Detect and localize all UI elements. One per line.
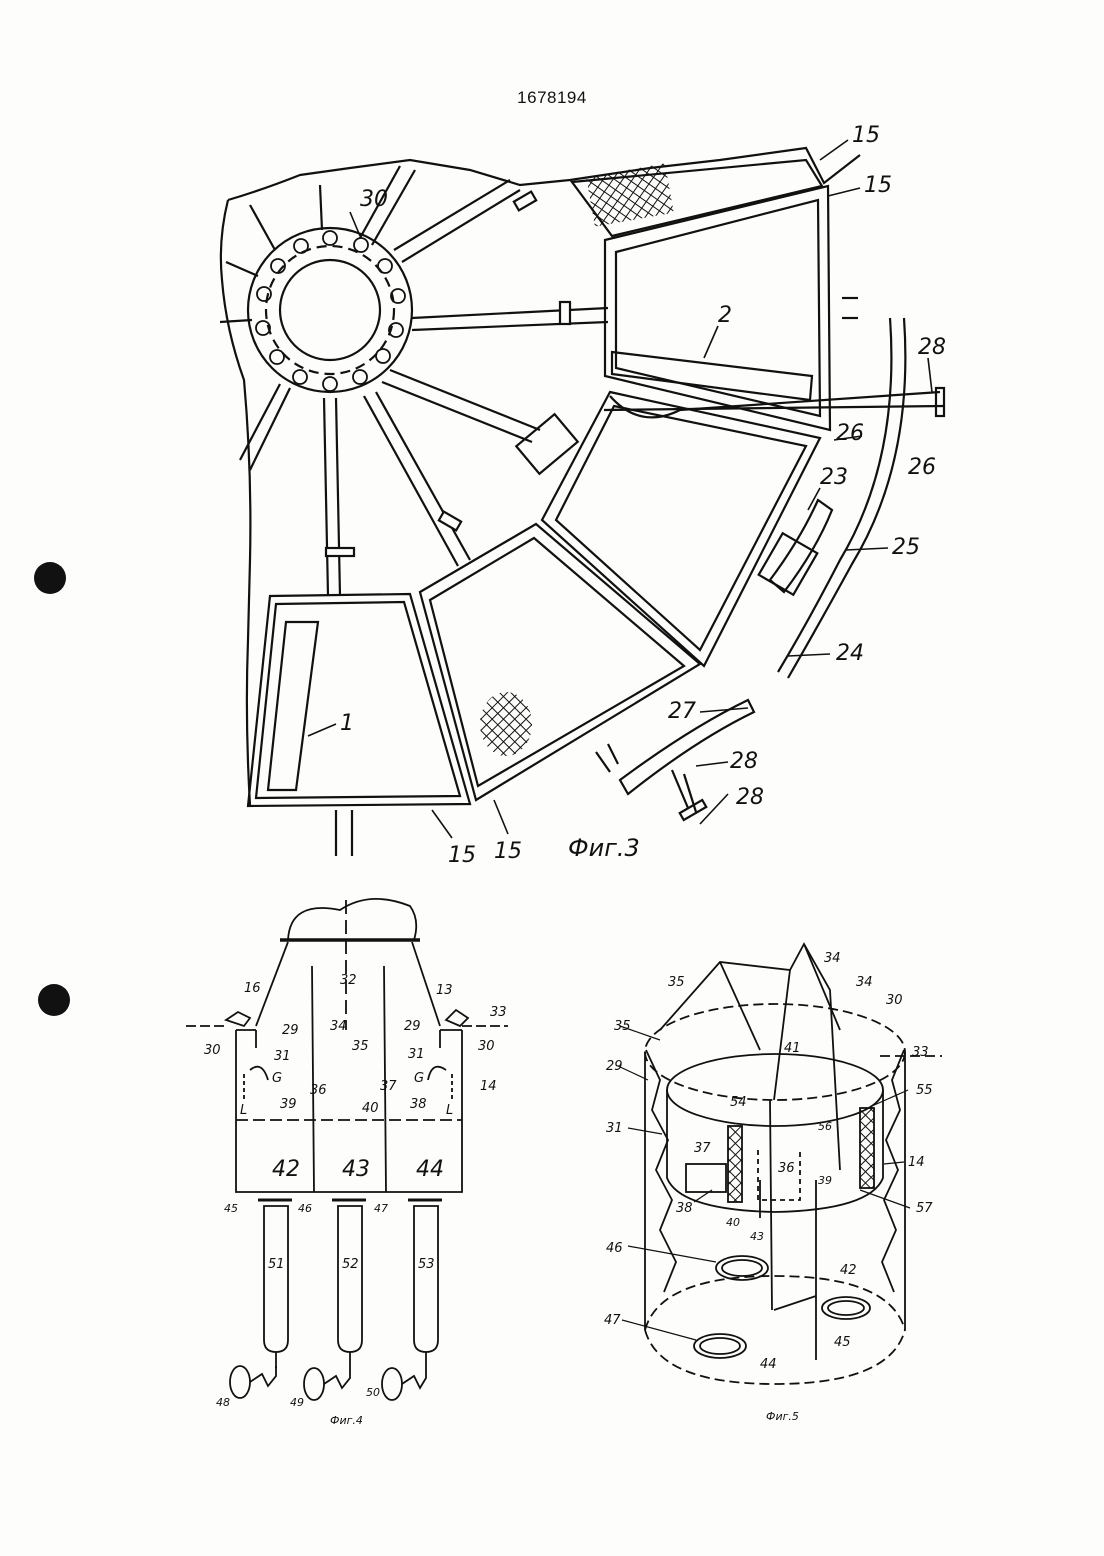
fig3-label-26-inner: 26 (836, 421, 864, 446)
fig4-label-37: 37 (380, 1079, 397, 1094)
fig5-label-56: 56 (818, 1120, 832, 1133)
fig3-label-23: 23 (820, 465, 848, 490)
fig4-label-50: 50 (366, 1386, 380, 1399)
fig4-label-39: 39 (280, 1097, 297, 1112)
fig3-label-15-upper: 15 (864, 173, 892, 198)
fig5-label-39: 39 (818, 1174, 832, 1187)
fig3-label-15-top: 15 (852, 123, 880, 148)
fig4-caption: Фиг.4 (330, 1414, 363, 1427)
binder-hole-top (34, 562, 66, 594)
fig3-label-25: 25 (892, 535, 920, 560)
fig4-label-13: 13 (436, 983, 453, 998)
fig4-label-46: 46 (298, 1202, 312, 1215)
fig4-label-31-left: 31 (274, 1049, 291, 1064)
fig4-label-G-right: G (414, 1071, 424, 1086)
fig5-label-42: 42 (840, 1263, 857, 1278)
fig5-label-55: 55 (916, 1083, 933, 1098)
fig3-label-28-right: 28 (918, 335, 946, 360)
fig4-label-49: 49 (290, 1396, 304, 1409)
fig4-label-45: 45 (224, 1202, 238, 1215)
fig4-label-30-right: 30 (478, 1039, 495, 1054)
fig4-label-L-left: L (240, 1103, 247, 1118)
fig3-label-30: 30 (360, 187, 388, 212)
fig3-label-24: 24 (836, 641, 864, 666)
fig3-label-28-mid: 28 (730, 749, 758, 774)
fig5-label-34-right: 34 (856, 975, 873, 990)
fig5-label-57: 57 (916, 1201, 933, 1216)
fig4-label-38: 38 (410, 1097, 427, 1112)
fig4-label-43: 43 (342, 1157, 370, 1182)
fig5-label-34-top: 34 (824, 951, 841, 966)
fig4-label-L-right: L (446, 1103, 453, 1118)
fig4-label-53: 53 (418, 1257, 435, 1272)
fig5-label-38: 38 (676, 1201, 693, 1216)
fig3-label-1: 1 (340, 711, 354, 736)
fig5-label-36: 36 (778, 1161, 795, 1176)
fig5-label-31: 31 (606, 1121, 623, 1136)
fig5-label-35-left: 35 (614, 1019, 631, 1034)
fig4-label-31-right: 31 (408, 1047, 425, 1062)
fig4-label-29-right: 29 (404, 1019, 421, 1034)
fig3-caption: Фиг.3 (568, 834, 640, 862)
binder-hole-bottom (38, 984, 70, 1016)
fig5-label-47: 47 (604, 1313, 621, 1328)
central-hub (248, 228, 412, 392)
fig4-label-47: 47 (374, 1202, 388, 1215)
fig4-label-29-left: 29 (282, 1023, 299, 1038)
fig3-drawing (220, 140, 944, 856)
fig3-label-26-outer: 26 (908, 455, 936, 480)
fig4-label-33: 33 (490, 1005, 507, 1020)
fig5-label-33: 33 (912, 1045, 929, 1060)
radial-spokes (220, 166, 608, 596)
fig5-label-30: 30 (886, 993, 903, 1008)
fig5-label-44: 44 (760, 1357, 777, 1372)
fig3-label-2: 2 (718, 303, 732, 328)
frame-lower (420, 524, 700, 800)
fig5-label-54: 54 (730, 1095, 747, 1110)
fig4-label-40: 40 (362, 1101, 379, 1116)
fig5-label-14: 14 (908, 1155, 925, 1170)
fig4-label-51: 51 (268, 1257, 285, 1272)
fig3-torn-top-edge (228, 148, 860, 200)
fig5-label-43: 43 (750, 1230, 764, 1243)
fig4-label-48: 48 (216, 1396, 230, 1409)
fig5-label-29: 29 (606, 1059, 623, 1074)
outer-guide-rails (336, 298, 944, 856)
fig3-label-15-bottom: 15 (494, 839, 522, 864)
fig5-label-46: 46 (606, 1241, 623, 1256)
fig3-label-28-bottom: 28 (736, 785, 764, 810)
fig5-label-37: 37 (694, 1141, 711, 1156)
fig4-label-36: 36 (310, 1083, 327, 1098)
frame-middle (542, 392, 820, 666)
fig4-label-14: 14 (480, 1079, 497, 1094)
fig3-label-15-bottom-left: 15 (448, 843, 476, 868)
fig3-torn-left-edge (221, 200, 251, 805)
fig4-label-35: 35 (352, 1039, 369, 1054)
fig5-label-41: 41 (784, 1041, 801, 1056)
fig4-label-34: 34 (330, 1019, 347, 1034)
fig4-label-30-left: 30 (204, 1043, 221, 1058)
fig4-label-G-left: G (272, 1071, 282, 1086)
fig4-label-42: 42 (272, 1157, 300, 1182)
fig5-label-45: 45 (834, 1335, 851, 1350)
fig5-label-35-top: 35 (668, 975, 685, 990)
fig5-label-40: 40 (726, 1216, 740, 1229)
fig4-label-32: 32 (340, 973, 357, 988)
fig4-label-44: 44 (416, 1157, 444, 1182)
fig5-caption: Фиг.5 (766, 1410, 799, 1423)
frame-top-right (572, 160, 822, 236)
fig4-label-52: 52 (342, 1257, 359, 1272)
fig4-label-16: 16 (244, 981, 261, 996)
fig3-label-27: 27 (668, 699, 696, 724)
